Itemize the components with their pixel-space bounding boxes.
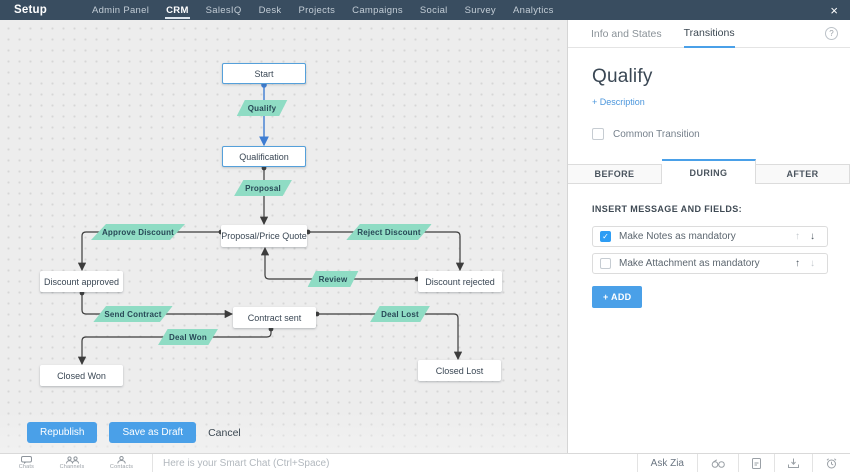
nav-item-social[interactable]: Social bbox=[419, 2, 449, 18]
state-node-closed-won[interactable]: Closed Won bbox=[40, 365, 123, 386]
check-icon: ✓ bbox=[602, 232, 609, 241]
document-icon bbox=[752, 458, 761, 469]
tab-transitions[interactable]: Transitions bbox=[684, 20, 735, 48]
setup-title: Setup bbox=[14, 4, 47, 16]
tab-after[interactable]: AFTER bbox=[756, 164, 850, 184]
save-as-draft-button[interactable]: Save as Draft bbox=[109, 422, 196, 443]
transition-label-deal-lost[interactable]: Deal Lost bbox=[370, 306, 430, 322]
nav-item-survey[interactable]: Survey bbox=[464, 2, 497, 18]
alarm-clock-icon bbox=[826, 458, 837, 469]
add-button[interactable]: + ADD bbox=[592, 286, 642, 308]
state-node-discount-approved[interactable]: Discount approved bbox=[40, 271, 123, 292]
smart-chat-placeholder: Here is your Smart Chat (Ctrl+Space) bbox=[163, 458, 329, 469]
help-icon[interactable]: ? bbox=[825, 27, 838, 40]
make-notes-label: Make Notes as mandatory bbox=[619, 231, 790, 242]
contact-icon bbox=[117, 456, 126, 464]
transition-label-qualify[interactable]: Qualify bbox=[237, 100, 288, 116]
transition-title: Qualify bbox=[592, 66, 828, 88]
common-transition-label: Common Transition bbox=[613, 129, 700, 140]
tab-during[interactable]: DURING bbox=[662, 159, 756, 184]
nav-item-crm[interactable]: CRM bbox=[165, 2, 190, 19]
downloads-button[interactable] bbox=[775, 454, 812, 472]
contacts-button[interactable]: Contacts bbox=[110, 456, 133, 471]
make-attachment-checkbox[interactable] bbox=[600, 258, 611, 269]
channels-label: Channels bbox=[60, 465, 85, 471]
notes-button[interactable] bbox=[739, 454, 774, 472]
tab-before[interactable]: BEFORE bbox=[568, 164, 662, 184]
channels-button[interactable]: Channels bbox=[60, 456, 85, 471]
transition-label-deal-won[interactable]: Deal Won bbox=[158, 329, 218, 345]
zia-glasses-icon bbox=[711, 459, 725, 468]
move-down-icon[interactable]: ↓ bbox=[805, 231, 820, 242]
cancel-button[interactable]: Cancel bbox=[208, 427, 241, 439]
make-attachment-label: Make Attachment as mandatory bbox=[619, 258, 790, 269]
smart-chat-input[interactable]: Here is your Smart Chat (Ctrl+Space) bbox=[153, 454, 637, 472]
ask-zia-button[interactable]: Ask Zia bbox=[638, 454, 697, 472]
transition-label-approve-discount[interactable]: Approve Discount bbox=[91, 224, 185, 240]
nav-item-projects[interactable]: Projects bbox=[297, 2, 336, 18]
panel-tab-bar: Info and States Transitions ? bbox=[568, 20, 850, 48]
transition-label-send-contract[interactable]: Send Contract bbox=[93, 306, 172, 322]
make-notes-checkbox[interactable]: ✓ bbox=[600, 231, 611, 242]
mandatory-item-row: ✓ Make Notes as mandatory ↑ ↓ bbox=[592, 226, 828, 247]
insert-message-heading: INSERT MESSAGE AND FIELDS: bbox=[592, 204, 828, 214]
state-node-discount-rejected[interactable]: Discount rejected bbox=[418, 271, 502, 292]
move-up-icon[interactable]: ↑ bbox=[790, 258, 805, 269]
move-up-icon[interactable]: ↑ bbox=[790, 231, 805, 242]
transition-label-reject-discount[interactable]: Reject Discount bbox=[346, 224, 431, 240]
add-description-link[interactable]: + Description bbox=[592, 97, 828, 107]
chats-button[interactable]: Chats bbox=[19, 456, 34, 471]
close-icon[interactable]: × bbox=[830, 4, 838, 17]
top-nav: Setup Admin Panel CRM SalesIQ Desk Proje… bbox=[0, 0, 850, 20]
nav-item-desk[interactable]: Desk bbox=[258, 2, 283, 18]
chat-icon bbox=[21, 456, 32, 464]
move-down-icon[interactable]: ↓ bbox=[805, 258, 820, 269]
mandatory-item-row: Make Attachment as mandatory ↑ ↓ bbox=[592, 253, 828, 274]
stage-tab-bar: BEFORE DURING AFTER bbox=[568, 159, 850, 184]
canvas-action-bar: Republish Save as Draft Cancel bbox=[0, 412, 567, 453]
nav-item-admin-panel[interactable]: Admin Panel bbox=[91, 2, 150, 18]
transition-label-proposal[interactable]: Proposal bbox=[234, 180, 292, 196]
channels-icon bbox=[66, 456, 79, 464]
nav-item-salesiq[interactable]: SalesIQ bbox=[205, 2, 243, 18]
contacts-label: Contacts bbox=[110, 465, 133, 471]
transition-detail-panel: Info and States Transitions ? Qualify + … bbox=[567, 20, 850, 453]
state-node-proposal-price-quote[interactable]: Proposal/Price Quote bbox=[221, 225, 307, 247]
status-bar: Chats Channels Contacts He bbox=[0, 453, 850, 472]
top-nav-items: Admin Panel CRM SalesIQ Desk Projects Ca… bbox=[91, 2, 555, 19]
nav-item-campaigns[interactable]: Campaigns bbox=[351, 2, 404, 18]
common-transition-checkbox[interactable] bbox=[592, 128, 604, 140]
tab-info-and-states[interactable]: Info and States bbox=[591, 20, 662, 48]
state-node-contract-sent[interactable]: Contract sent bbox=[233, 307, 316, 328]
state-node-qualification[interactable]: Qualification bbox=[222, 146, 306, 167]
nav-item-analytics[interactable]: Analytics bbox=[512, 2, 555, 18]
chats-label: Chats bbox=[19, 465, 34, 471]
state-node-start[interactable]: Start bbox=[222, 63, 306, 84]
republish-button[interactable]: Republish bbox=[27, 422, 97, 443]
download-tray-icon bbox=[788, 458, 799, 468]
blueprint-canvas[interactable]: Start Qualification Proposal/Price Quote… bbox=[0, 20, 567, 453]
state-node-closed-lost[interactable]: Closed Lost bbox=[418, 360, 501, 381]
zia-voice-button[interactable] bbox=[698, 454, 738, 472]
reminders-button[interactable] bbox=[813, 454, 850, 472]
transition-label-review[interactable]: Review bbox=[308, 271, 359, 287]
